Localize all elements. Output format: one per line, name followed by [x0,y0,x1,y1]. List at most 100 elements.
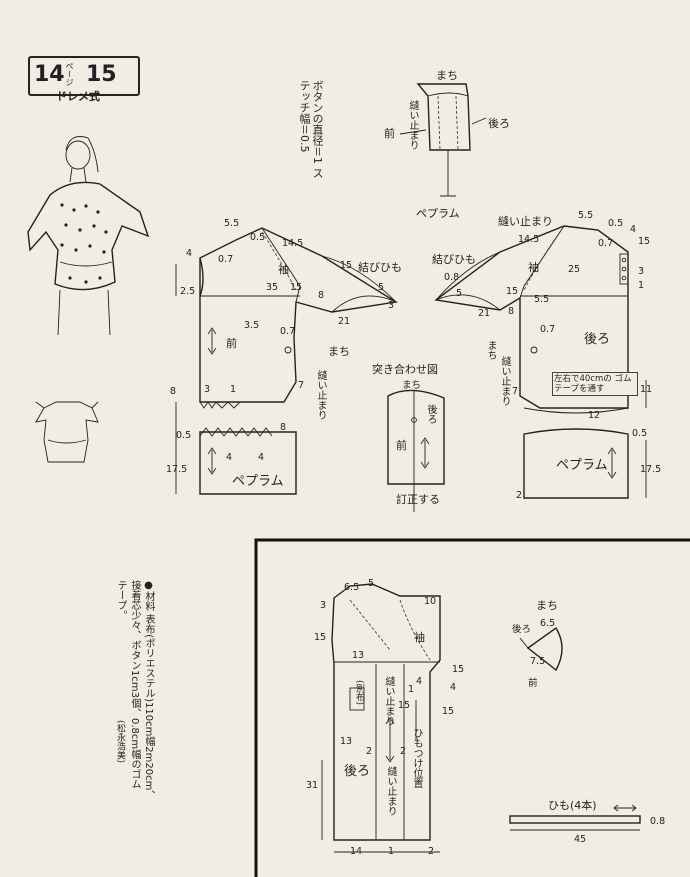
front-m-4b: 4 [226,452,233,463]
front-m-25: 2.5 [180,286,196,297]
machi-piece-m-65: 6.5 [540,618,556,629]
cutting-layout [321,583,441,853]
back-m-21: 21 [478,308,491,319]
back-machi-label: まち [485,340,496,360]
front-body-label: 前 [226,337,237,350]
cut-m-15c: 15 [442,706,455,717]
back-m-55b: 5.5 [534,294,550,305]
back-m-7: 7 [512,386,519,397]
cut-m-2b: 2 [400,746,407,757]
joined-back: 後ろ [425,404,436,424]
materials-author: (松永浩美) [115,720,125,764]
front-m-07b: 0.7 [280,326,296,337]
cut-bessai-label: (別布) [354,680,364,706]
gathers-sew-stop-label: 縫い止まり [407,100,418,150]
cut-m-15d: 15 [398,700,411,711]
joined-finish: 訂正する [396,493,440,506]
front-tie-label: 結びひも [358,261,402,274]
cut-sew-stop-2: 縫い止まり [385,766,396,816]
tie-strip [509,804,641,831]
page-number-badge: 14 ページ 15 [28,56,140,96]
machi-piece-front: 前 [528,678,538,689]
cut-back-label: 後ろ [344,764,371,779]
front-m-21: 21 [338,316,351,327]
cut-sleeve-label: 袖 [414,631,425,644]
tie-strip-label: ひも(4本) [548,799,597,812]
joined-title: 突き合わせ図 [372,363,438,376]
machi-piece-label: まち [536,599,558,612]
front-m-4: 4 [186,248,193,259]
back-sleeve-label: 袖 [528,261,539,274]
cut-m-1b: 1 [388,846,395,857]
machi-piece-back: 後ろ [512,624,532,635]
back-m-5: 5 [456,288,463,299]
joined-front: 前 [396,439,407,452]
back-tie-label: 結びひも [432,253,476,266]
cut-m-4b: 4 [450,682,457,693]
gathers-peplum-label: ペプラム [416,207,460,220]
back-m-25: 25 [568,264,581,275]
cut-m-15b: 15 [452,664,465,675]
front-m-55: 5.5 [224,218,240,229]
back-m-05b: 0.5 [632,428,648,439]
back-sew-stop-top: 縫い止まり [498,215,553,228]
button-stitch-note: ボタンの直径＝1 ステッチ幅＝0.5 [298,80,324,179]
back-m-175: 17.5 [640,464,662,475]
cut-m-15: 15 [314,632,327,643]
front-peplum-label: ペプラム [232,474,284,489]
cut-m-2c: 2 [428,846,435,857]
cut-m-2: 2 [366,746,373,757]
front-m-05: 0.5 [250,232,266,243]
back-m-15b: 15 [506,286,519,297]
model-figure-sketch [27,136,150,336]
method-label: ドレメ式 [56,90,100,103]
materials-line-3: テープ。 [115,580,126,620]
cut-m-10: 10 [424,596,437,607]
back-m-145: 14.5 [518,234,540,245]
back-body-label: 後ろ [584,332,611,347]
front-pattern [175,227,398,495]
cut-m-14: 14 [350,846,363,857]
back-elastic-note: 左右で40cmの ゴムテープを通す [552,372,638,396]
back-m-15: 15 [638,236,651,247]
page-unit: ページ [65,62,74,86]
front-sleeve-label: 袖 [278,263,289,276]
tie-strip-m-45: 45 [574,834,587,845]
front-m-145: 14.5 [282,238,304,249]
back-m-11: 11 [640,384,653,395]
front-m-05b: 0.5 [176,430,192,441]
cut-m-4: 4 [416,676,423,687]
front-m-3b: 3 [204,384,211,395]
gathers-front-label: 前 [384,127,395,140]
front-m-3: 3 [388,300,395,311]
front-m-175: 17.5 [166,464,188,475]
back-m-1: 1 [638,280,645,291]
front-m-4c: 4 [258,452,265,463]
front-m-8: 8 [318,290,325,301]
gathers-machi-label: まち [436,69,458,82]
back-peplum-label: ペプラム [556,458,608,473]
machi-piece-m-75: 7.5 [530,656,546,667]
gathers-detail [399,83,487,197]
joined-machi: まち [402,380,422,391]
front-m-15b: 15 [290,282,303,293]
cut-m-5: 5 [368,578,375,589]
cut-m-31: 31 [306,780,319,791]
front-m-07: 0.7 [218,254,234,265]
joined-diagram [387,389,445,512]
front-m-7: 7 [298,380,305,391]
gathers-back-label: 後ろ [488,117,510,130]
back-pattern [434,225,647,499]
back-m-08: 0.8 [444,272,460,283]
back-m-8: 8 [508,306,515,317]
back-m-05: 0.5 [608,218,624,229]
front-m-35: 35 [266,282,279,293]
front-m-8b: 8 [170,386,177,397]
cut-tie-position-label: ひもつけ位置 [411,728,422,788]
cut-m-13b: 13 [340,736,353,747]
front-sew-stop-label: 縫い止まり [315,370,326,420]
back-m-07b: 0.7 [540,324,556,335]
front-m-8c: 8 [280,422,287,433]
